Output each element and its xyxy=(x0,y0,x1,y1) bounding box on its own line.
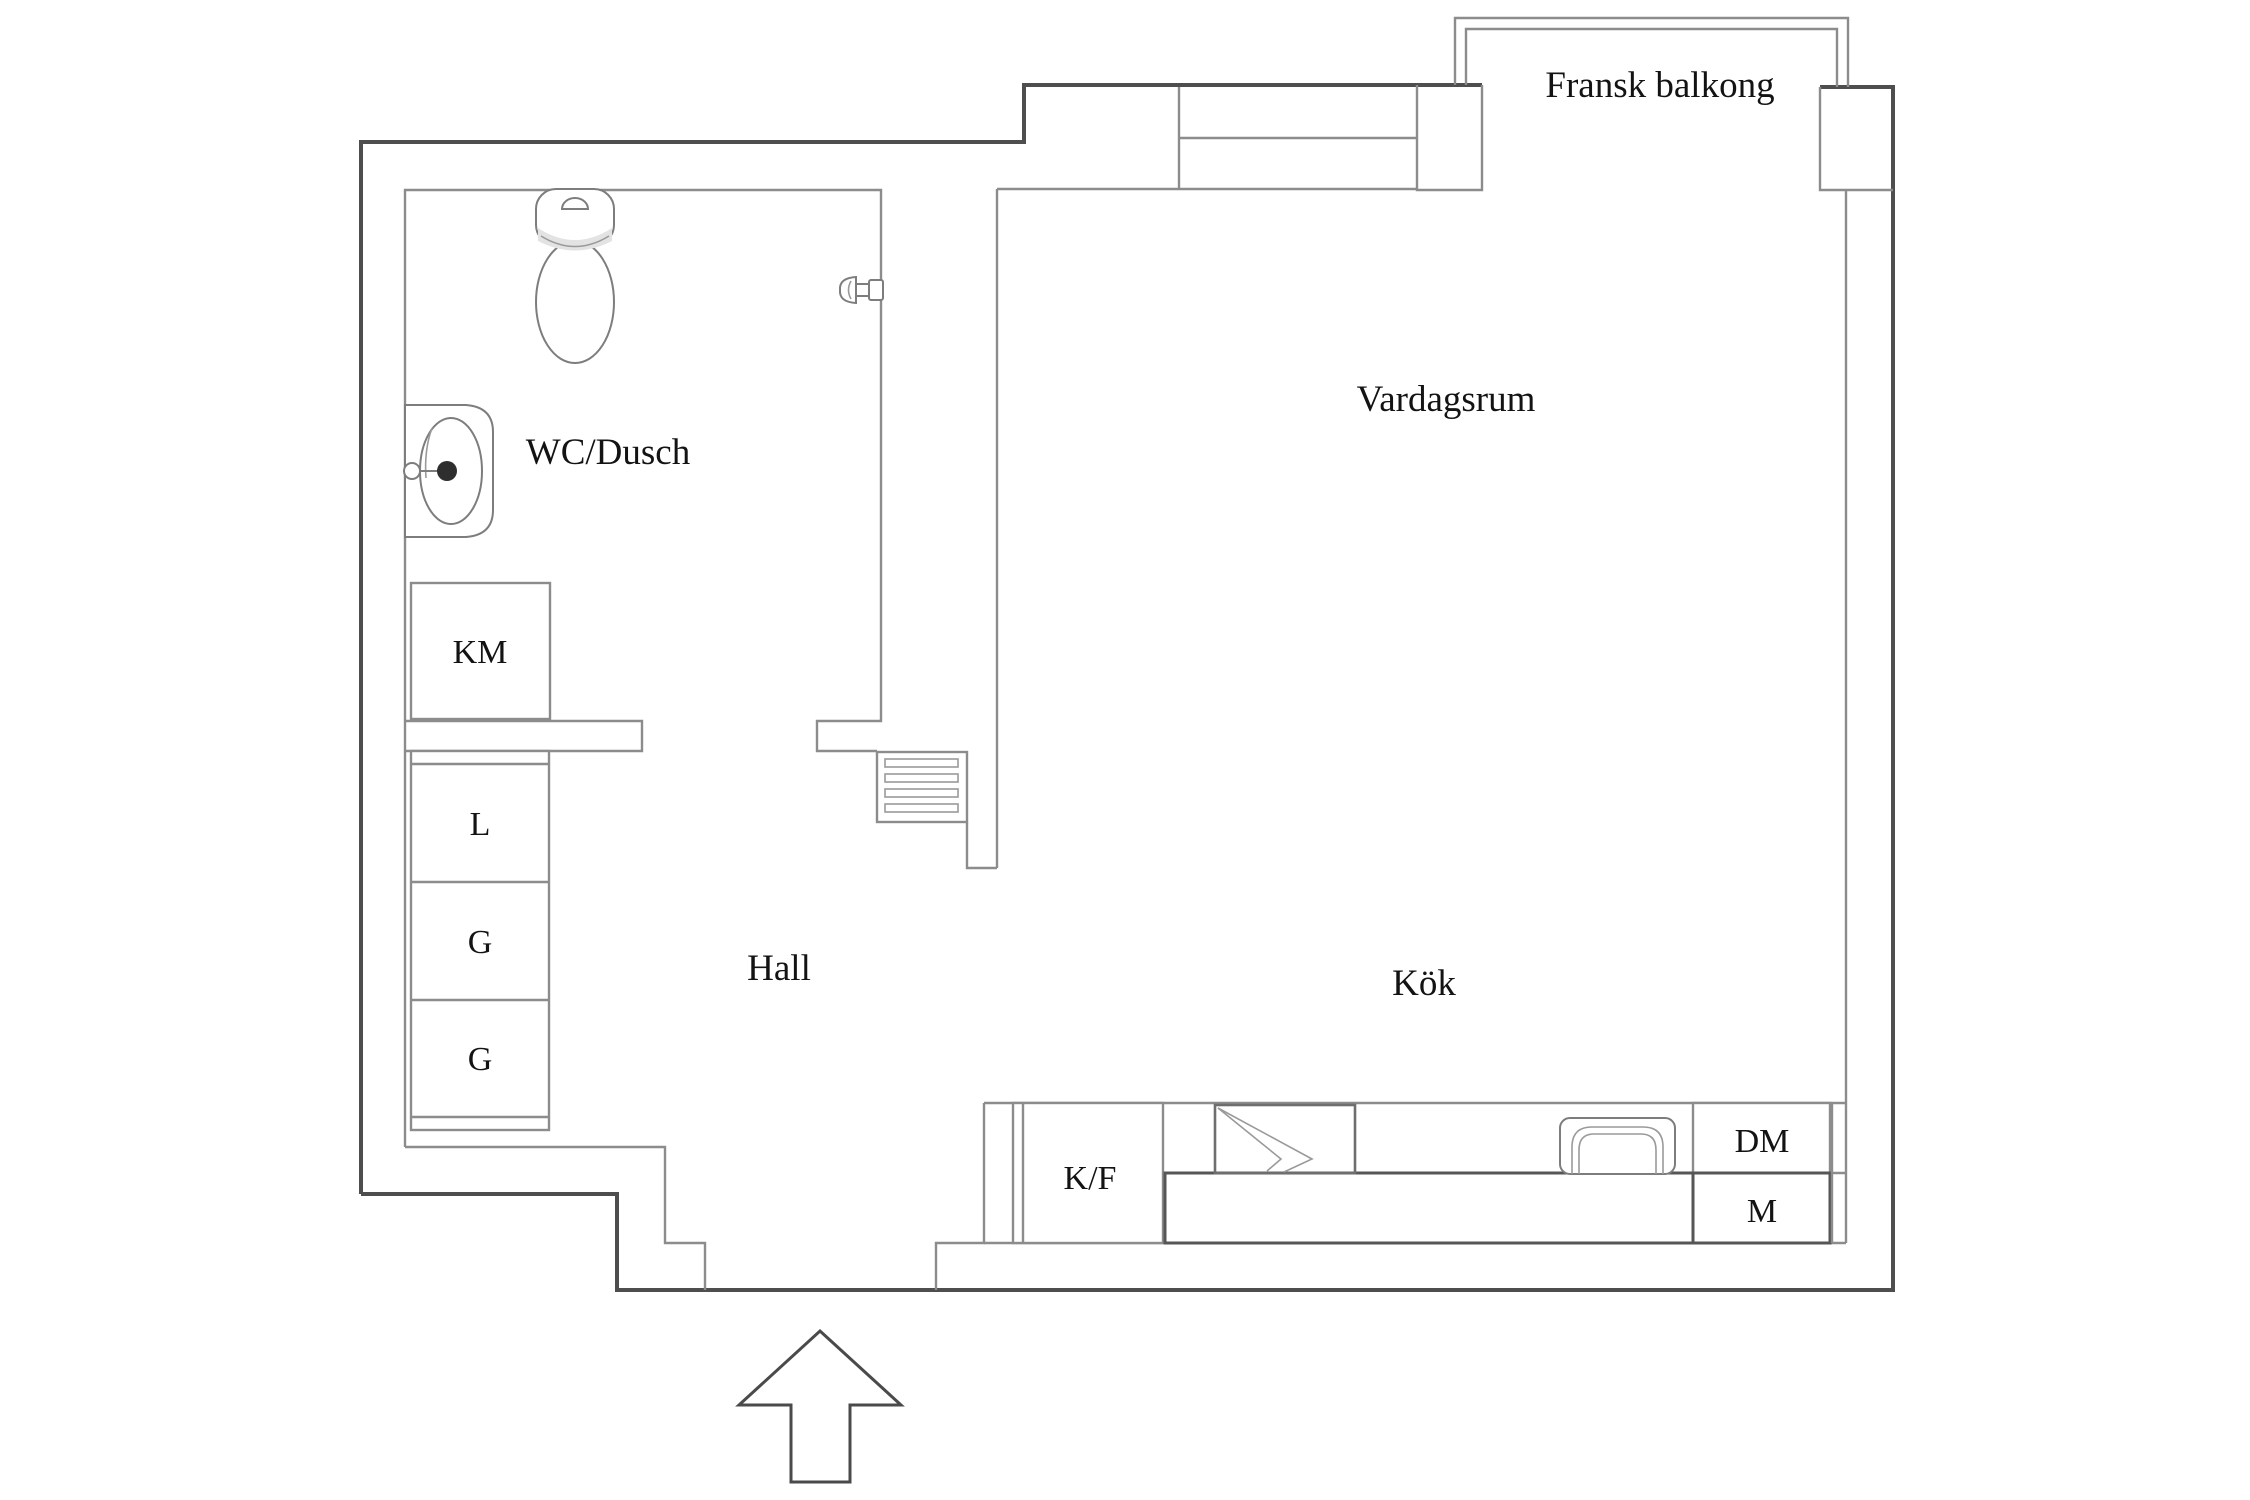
outer-walls xyxy=(359,83,1895,1292)
unit-label-wardrobe-lower: G xyxy=(468,1041,493,1078)
toilet-icon xyxy=(535,188,615,364)
shower-head-icon xyxy=(838,275,884,305)
radiator-slat xyxy=(884,788,959,798)
toilet-tank-inner-line xyxy=(540,235,610,248)
entrance-right-jamb xyxy=(934,1103,986,1290)
unit-label-washing-machine: KM xyxy=(453,634,508,671)
room-label-hall: Hall xyxy=(747,948,811,989)
shower-stem xyxy=(854,283,870,297)
closet-column xyxy=(409,749,551,1132)
counter-lower-band xyxy=(1163,1171,1695,1245)
balcony-inner-rail xyxy=(1464,27,1839,87)
kitchen-sink-rim xyxy=(1571,1126,1664,1174)
kitchen-sink-outer xyxy=(1559,1117,1676,1175)
unit-label-fridge-freezer: K/F xyxy=(1064,1160,1117,1197)
room-label-bathroom: WC/Dusch xyxy=(526,432,691,473)
kitchen-sink-basin xyxy=(1578,1133,1657,1174)
bathroom-inner-walls xyxy=(403,188,883,1147)
stove-box xyxy=(1213,1103,1357,1175)
kitchen-sink-icon xyxy=(1559,1117,1676,1175)
entrance-left-jamb xyxy=(405,1145,707,1290)
shower-head-inner xyxy=(847,280,852,300)
toilet-flush-knob xyxy=(560,197,590,210)
kitchen-run xyxy=(984,1101,1846,1245)
radiator-slat xyxy=(884,758,959,768)
balcony-door-left-jamb xyxy=(1415,85,1484,192)
unit-label-wardrobe-upper: G xyxy=(468,924,493,961)
sink-faucet-base xyxy=(437,461,457,481)
bathroom-door-stub xyxy=(405,719,644,753)
room-label-living-room: Vardagsrum xyxy=(1357,379,1536,420)
outer-wall-left-top xyxy=(359,83,1482,1194)
room-label-kitchen: Kök xyxy=(1392,963,1456,1004)
balcony-label: Fransk balkong xyxy=(1545,65,1774,106)
unit-label-linen-cabinet: L xyxy=(470,806,491,843)
radiator-to-kitchen-wall xyxy=(965,822,997,870)
bathroom-sink-icon xyxy=(403,404,494,538)
unit-label-dishwasher: DM xyxy=(1735,1123,1790,1160)
dishwasher-box xyxy=(1691,1101,1832,1175)
labels: Fransk balkong WC/Dusch Vardagsrum Hall … xyxy=(453,65,1790,1230)
unit-label-microwave: M xyxy=(1747,1193,1777,1230)
toilet-tank-shade xyxy=(538,228,612,251)
balcony-door-right-pillar xyxy=(1818,87,1893,192)
radiator-frame xyxy=(875,750,969,824)
sink-faucet-handle xyxy=(403,462,421,480)
radiator-icon xyxy=(875,750,969,824)
entrance-arrow-icon xyxy=(735,1328,905,1484)
outer-wall-right-bottom xyxy=(361,85,1895,1292)
sink-basin-shade xyxy=(424,427,433,479)
stove-icon xyxy=(1213,1103,1357,1175)
hall-closets xyxy=(409,581,552,1132)
stove-flap-outer xyxy=(1217,1107,1314,1173)
stove-flap-inner xyxy=(1217,1107,1283,1172)
toilet-bowl xyxy=(535,240,615,364)
fridge-freezer-box xyxy=(1011,1101,1165,1245)
radiator-slat xyxy=(884,773,959,783)
balcony-outer-rail xyxy=(1453,16,1850,87)
shower-wall-mount xyxy=(868,279,884,301)
radiator-slat xyxy=(884,803,959,813)
washing-machine-box xyxy=(409,581,552,721)
microwave-box xyxy=(1691,1171,1832,1245)
